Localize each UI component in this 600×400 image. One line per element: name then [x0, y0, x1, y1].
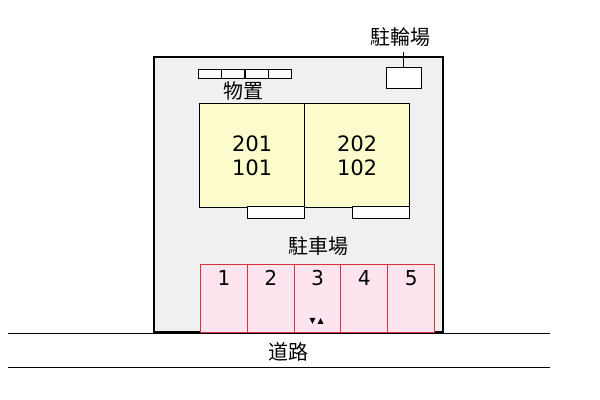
unit-block-1: 201 101: [199, 103, 305, 208]
parking-space-number: 3: [311, 266, 324, 290]
parking-lot: 1 2 3 ▼▲ 4 5: [200, 264, 435, 333]
unit-number-upper: 201: [231, 131, 273, 156]
unit-block-2: 202 102: [304, 103, 410, 208]
storage-label: 物置: [223, 79, 263, 103]
parking-space-number: 5: [404, 266, 418, 290]
road-edge-top: [8, 333, 550, 334]
parking-space-5: 5: [387, 264, 435, 333]
storage-shed-cell: [221, 69, 245, 79]
parking-label: 駐車場: [288, 234, 348, 258]
storage-shed-cell: [198, 69, 222, 79]
road-edge-bottom: [8, 367, 550, 368]
parking-space-4: 4: [340, 264, 389, 333]
unit-entrance-porch: [352, 206, 410, 219]
parking-space-number: 1: [217, 266, 231, 290]
unit-number-lower: 101: [231, 155, 273, 180]
parking-space-number: 2: [264, 266, 278, 290]
unit-number-lower: 102: [336, 155, 378, 180]
parking-space-number: 4: [357, 266, 371, 290]
storage-shed-cell: [245, 69, 269, 79]
storage-shed-cell: [268, 69, 292, 79]
unit-number-upper: 202: [336, 131, 378, 156]
road-label: 道路: [268, 340, 308, 364]
unit-entrance-porch: [247, 206, 305, 219]
parking-space-2: 2: [246, 264, 295, 333]
bicycle-parking-label: 駐輪場: [370, 25, 430, 49]
bicycle-parking-box: [386, 67, 422, 89]
entrance-arrows-icon: ▼▲: [309, 316, 326, 325]
parking-space-3: 3 ▼▲: [293, 264, 342, 333]
parking-space-1: 1: [200, 264, 248, 333]
bicycle-parking-leader-line: [403, 52, 404, 67]
